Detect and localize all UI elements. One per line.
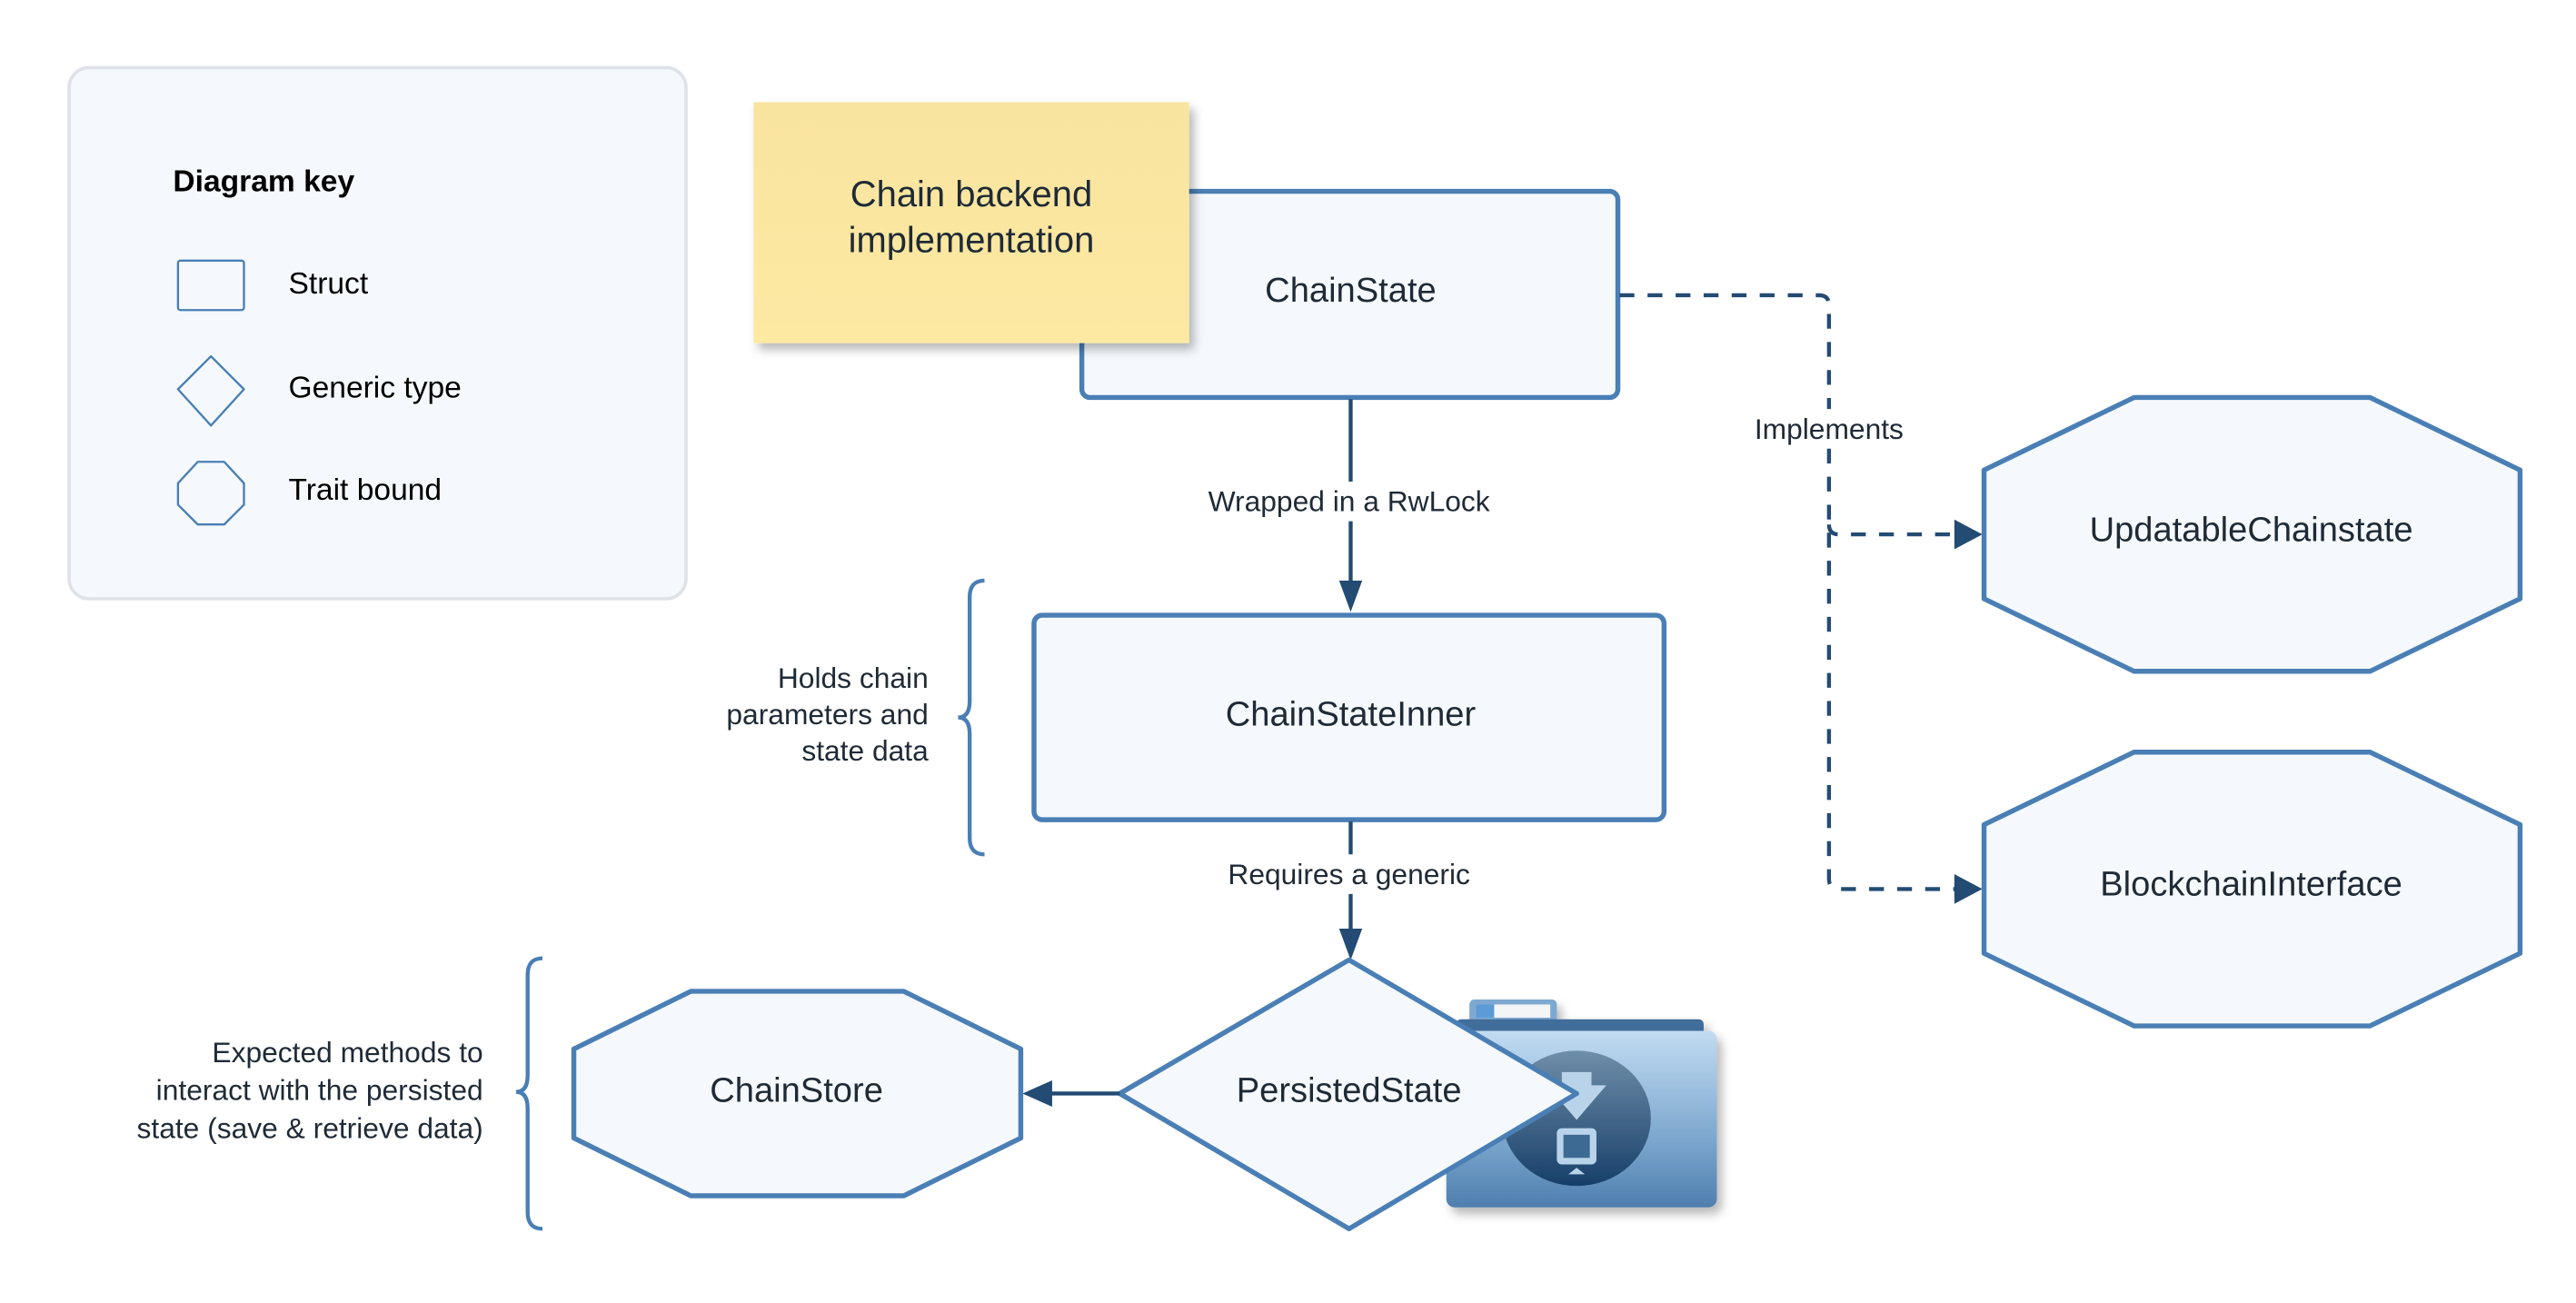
arrowhead-icon [1954,519,1983,550]
inner-note-line-1: Holds chain [778,661,929,694]
inner-note-line-3: state data [801,734,929,767]
store-note-line-3: state (save & retrieve data) [137,1111,483,1144]
node-blockchain-interface[interactable]: BlockchainInterface [1981,750,2523,1029]
chain-store-label: ChainStore [710,1072,883,1110]
edge-wrapped-label: Wrapped in a RwLock [1208,485,1490,518]
arrowhead-icon [1338,928,1363,960]
sticky-note-line-1: Chain backend [850,174,1092,214]
sticky-note-line-2: implementation [849,221,1095,261]
edge-implements-label: Implements [1755,413,1904,445]
node-updatable-chainstate[interactable]: UpdatableChainstate [1981,394,2523,674]
inner-annotation: Holds chain parameters and state data [726,578,985,857]
key-panel [67,65,688,601]
edge-trait-bound[interactable] [1022,1079,1120,1107]
node-chain-store[interactable]: ChainStore [571,989,1024,1199]
inner-note-line-2: parameters and [726,698,928,731]
store-note-line-1: Expected methods to [212,1036,482,1069]
key-struct-label: Struct [288,267,368,301]
store-annotation: Expected methods to interact with the pe… [137,956,543,1231]
blockchain-interface-label: BlockchainInterface [2100,866,2402,904]
diagram-key: Diagram key Struct Generic type Trait bo… [67,65,688,601]
store-note-line-2: interact with the persisted [156,1074,483,1107]
updatable-chainstate-label: UpdatableChainstate [2090,511,2413,549]
chain-state-inner-label: ChainStateInner [1226,696,1477,734]
edge-wrapped-in-rwlock[interactable]: Wrapped in a RwLock [1208,399,1490,612]
key-title: Diagram key [173,165,354,199]
node-chain-state-inner[interactable]: ChainStateInner [1031,612,1667,822]
key-diamond-icon [176,354,245,427]
edge-implements[interactable]: Implements [1619,293,1983,904]
sticky-note[interactable]: Chain backend implementation [753,102,1189,343]
key-trait-label: Trait bound [288,473,442,507]
edge-requires-label: Requires a generic [1228,858,1470,890]
node-persisted-state[interactable]: PersistedState [1117,957,1579,1232]
key-octagon-icon [176,461,245,526]
brace-icon [958,578,985,857]
key-generic-label: Generic type [288,371,461,404]
arrowhead-icon [1338,580,1363,612]
arrowhead-icon [1954,874,1983,904]
key-struct-icon [176,259,245,312]
edge-requires-generic[interactable]: Requires a generic [1228,821,1470,960]
persisted-state-label: PersistedState [1237,1072,1462,1110]
chain-state-label: ChainState [1265,272,1437,310]
brace-icon [515,956,543,1231]
arrowhead-icon [1022,1079,1052,1107]
